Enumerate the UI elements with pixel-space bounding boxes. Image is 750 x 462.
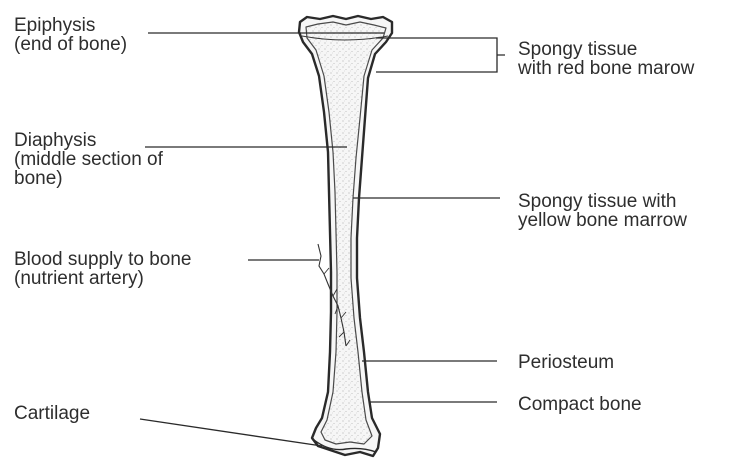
label-diaphysis-line1: Diaphysis xyxy=(14,131,163,150)
label-spongy-yellow-line2: yellow bone marrow xyxy=(518,211,687,230)
label-compact-bone: Compact bone xyxy=(518,395,642,414)
label-epiphysis: Epiphysis (end of bone) xyxy=(14,16,127,54)
label-compact-bone-line1: Compact bone xyxy=(518,395,642,414)
bone-inner-spongy-region xyxy=(306,22,386,444)
label-blood-supply-line1: Blood supply to bone xyxy=(14,250,191,269)
label-periosteum-line1: Periosteum xyxy=(518,353,614,372)
cartilage-leader-line xyxy=(140,419,322,446)
label-spongy-yellow-line1: Spongy tissue with xyxy=(518,192,687,211)
label-spongy-red-line1: Spongy tissue xyxy=(518,40,694,59)
label-epiphysis-line1: Epiphysis xyxy=(14,16,127,35)
label-cartilage-line1: Cartilage xyxy=(14,404,90,423)
label-blood-supply: Blood supply to bone (nutrient artery) xyxy=(14,250,191,288)
label-periosteum: Periosteum xyxy=(518,353,614,372)
label-spongy-red-line2: with red bone marow xyxy=(518,59,694,78)
label-blood-supply-line2: (nutrient artery) xyxy=(14,269,191,288)
spongy-red-bracket xyxy=(376,38,505,72)
label-cartilage: Cartilage xyxy=(14,404,90,423)
label-diaphysis-line3: bone) xyxy=(14,169,163,188)
label-spongy-yellow: Spongy tissue with yellow bone marrow xyxy=(518,192,687,230)
label-spongy-red: Spongy tissue with red bone marow xyxy=(518,40,694,78)
label-diaphysis-line2: (middle section of xyxy=(14,150,163,169)
label-diaphysis: Diaphysis (middle section of bone) xyxy=(14,131,163,188)
label-epiphysis-line2: (end of bone) xyxy=(14,35,127,54)
